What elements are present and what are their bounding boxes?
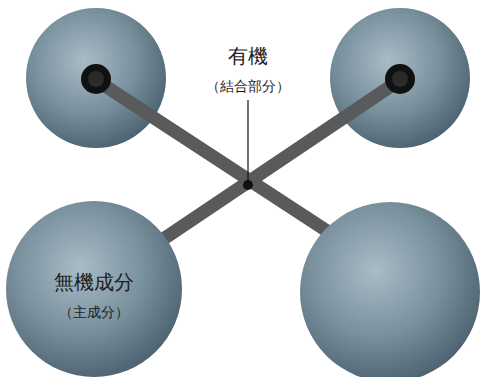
organic-label: 有機 bbox=[228, 44, 268, 68]
inorganic-sphere: 無機成分 （主成分） bbox=[5, 200, 183, 377]
joint-dot bbox=[392, 71, 408, 87]
node-title: 無機成分 bbox=[5, 270, 183, 294]
sphere bbox=[300, 202, 480, 377]
leader-line bbox=[247, 100, 248, 185]
organic-sublabel: （結合部分） bbox=[206, 78, 290, 95]
sphere bbox=[330, 8, 470, 148]
node-subtitle: （主成分） bbox=[5, 304, 183, 321]
joint-dot bbox=[88, 71, 104, 87]
center-dot bbox=[243, 180, 253, 190]
sphere bbox=[26, 8, 166, 148]
joint-dot bbox=[385, 64, 415, 94]
joint-dot bbox=[81, 64, 111, 94]
